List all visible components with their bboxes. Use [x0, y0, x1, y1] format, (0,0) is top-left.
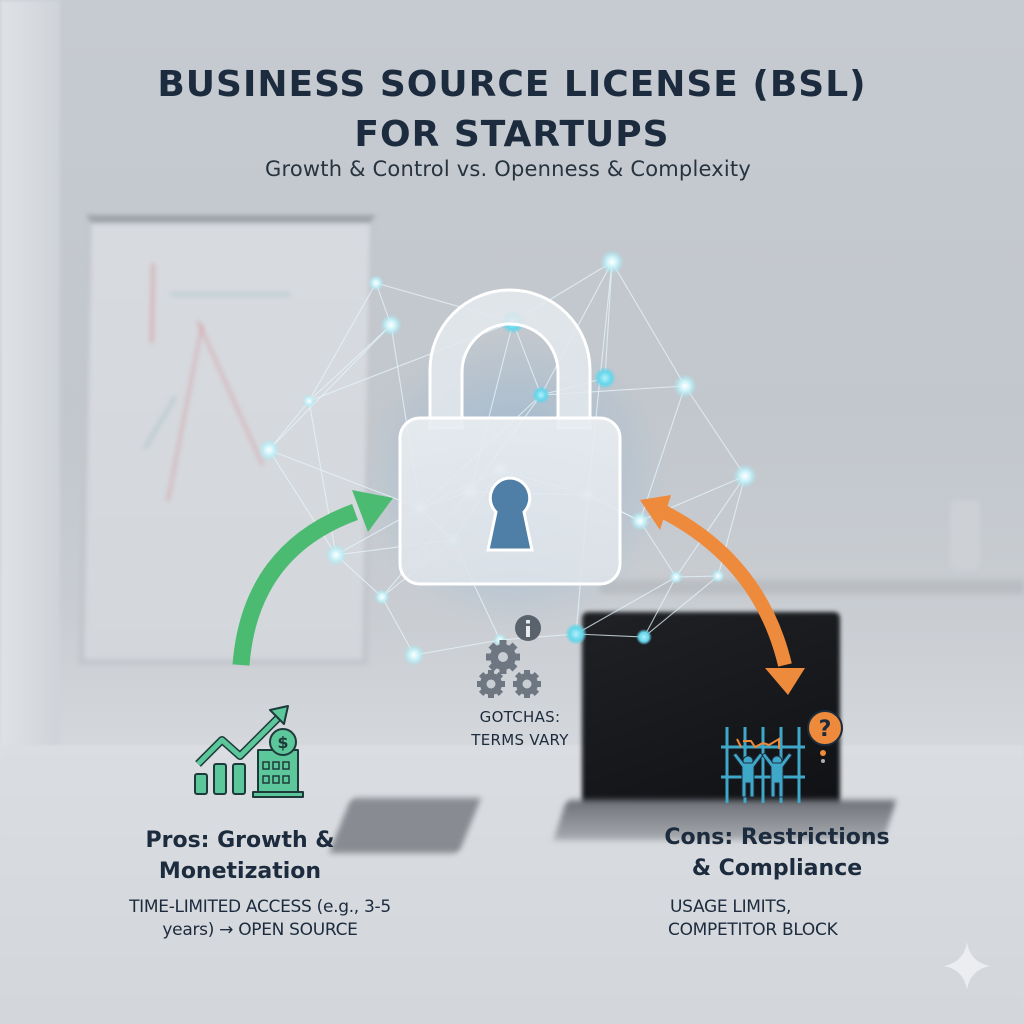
cons-title: Cons: Restrictions & Compliance [648, 822, 906, 884]
padlock-icon [398, 288, 622, 586]
cons-description: USAGE LIMITS, COMPETITOR BLOCK [648, 896, 898, 942]
cons-title-line-2: & Compliance [691, 856, 863, 881]
pros-title-line-2: Monetization [158, 859, 322, 884]
pros-desc-line-2: years) → OPEN SOURCE [162, 920, 358, 940]
sparkle-icon [944, 942, 990, 990]
growth-chart-dollar-building-icon: $ [194, 705, 304, 798]
cons-desc-line-2: COMPETITOR BLOCK [668, 920, 838, 940]
svg-text:$: $ [277, 733, 288, 752]
page-subtitle: Growth & Control vs. Openness & Complexi… [265, 157, 751, 181]
pros-description: TIME-LIMITED ACCESS (e.g., 3-5 years) → … [95, 896, 425, 942]
pros-desc-line-1: TIME-LIMITED ACCESS (e.g., 3-5 [129, 897, 391, 917]
title-line-1: BUSINESS SOURCE LICENSE (BSL) [157, 64, 867, 105]
people-behind-bars-question-icon: ? [721, 710, 843, 803]
title-line-2: FOR STARTUPS [354, 114, 670, 155]
cons-title-line-1: Cons: Restrictions [664, 825, 890, 850]
background-whiteboard [78, 215, 376, 665]
svg-text:?: ? [819, 717, 832, 742]
page-title: BUSINESS SOURCE LICENSE (BSL) FOR STARTU… [0, 60, 1024, 160]
pros-title: Pros: Growth & Monetization [110, 825, 370, 887]
background-cup [950, 500, 980, 570]
gotchas-line-2: TERMS VARY [471, 731, 569, 749]
gotchas-label: GOTCHAS: TERMS VARY [430, 706, 610, 752]
gotchas-line-1: GOTCHAS: [479, 708, 561, 726]
cons-desc-line-1: USAGE LIMITS, [670, 897, 792, 917]
gears-info-icon [477, 615, 541, 698]
pros-title-line-1: Pros: Growth & [145, 828, 335, 853]
